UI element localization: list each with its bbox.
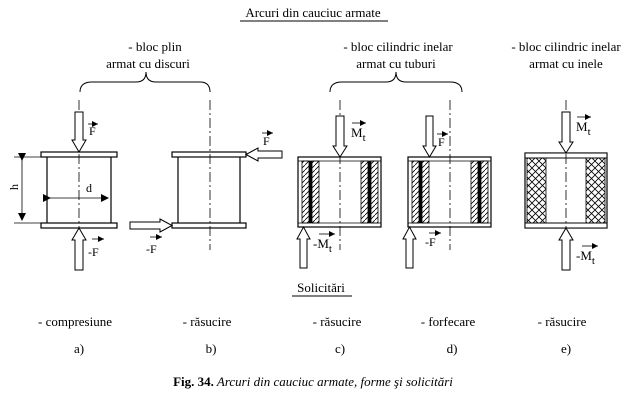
brace-c-d — [329, 71, 463, 93]
spring-e — [524, 100, 608, 271]
moment-arrow-c-top — [332, 115, 348, 158]
section-title: Solicitări — [297, 280, 345, 295]
rubber-d-l1 — [411, 160, 420, 224]
label-negF-b: -F — [146, 242, 157, 256]
rubber-e-right — [585, 157, 606, 224]
label-h: h — [7, 184, 21, 190]
group-a-b-line1: - bloc plin — [128, 39, 182, 54]
group-a-b-line2: armat cu discuri — [106, 56, 190, 71]
spring-c — [296, 100, 382, 269]
load-d: - forfecare — [421, 314, 476, 329]
group-e-line1: - bloc cilindric inelar — [511, 39, 621, 54]
moment-arrow-e-bottom — [558, 227, 574, 271]
group-c-d-line1: - bloc cilindric inelar — [343, 39, 453, 54]
letter-b: b) — [206, 341, 217, 356]
label-F-d: F — [438, 135, 445, 149]
tube-d-l — [419, 161, 422, 223]
diagram-title: Arcuri din cauciuc armate — [245, 5, 381, 20]
spring-b — [129, 100, 283, 250]
label-F-a: F — [89, 124, 96, 138]
load-b: - răsucire — [183, 314, 232, 329]
force-arrow-b-left — [129, 218, 174, 233]
rubber-d-r2 — [480, 160, 489, 224]
force-arrow-b-right — [244, 147, 283, 162]
force-arrow-d-bottom — [402, 225, 417, 269]
label-negMt-e: -Mt — [576, 248, 595, 267]
letter-e: e) — [561, 341, 571, 356]
force-arrow-a-top — [71, 111, 87, 153]
rubber-c-l2 — [311, 160, 320, 224]
spring-a — [14, 100, 118, 271]
label-F-b: F — [263, 134, 270, 148]
label-Mt-c: Mt — [351, 125, 366, 144]
force-arrow-d-top — [422, 115, 437, 158]
rubber-c-r2 — [370, 160, 379, 224]
plate-b-top — [171, 151, 247, 158]
label-d: d — [86, 181, 92, 195]
rubber-c-r1 — [360, 160, 369, 224]
label-negF-a: -F — [88, 245, 99, 259]
letter-d: d) — [447, 341, 458, 356]
moment-arrow-e-top — [558, 111, 574, 154]
letter-c: c) — [335, 341, 345, 356]
rubber-d-l2 — [421, 160, 430, 224]
rubber-c-l1 — [301, 160, 310, 224]
figure-caption: Fig. 34. Arcuri din cauciuc armate, form… — [173, 374, 453, 389]
label-negF-d: -F — [425, 235, 436, 249]
force-arrow-a-bottom — [71, 227, 87, 271]
rubber-d-r1 — [470, 160, 479, 224]
group-c-d-line2: armat cu tuburi — [356, 56, 436, 71]
moment-arrow-c-bottom — [296, 225, 311, 269]
load-a: - compresiune — [38, 314, 112, 329]
group-e-line2: armat cu inele — [529, 56, 603, 71]
load-e: - răsucire — [538, 314, 587, 329]
brace-a-b — [79, 71, 211, 93]
load-c: - răsucire — [313, 314, 362, 329]
tube-c-l — [309, 161, 312, 223]
label-Mt-e: Mt — [576, 119, 591, 138]
letter-a: a) — [74, 341, 84, 356]
label-negMt-c: -Mt — [313, 236, 332, 255]
plate-b-bottom — [171, 222, 247, 229]
tube-d-r — [478, 161, 481, 223]
rubber-e-left — [526, 157, 547, 224]
spring-d — [402, 100, 492, 269]
tube-c-r — [368, 161, 371, 223]
